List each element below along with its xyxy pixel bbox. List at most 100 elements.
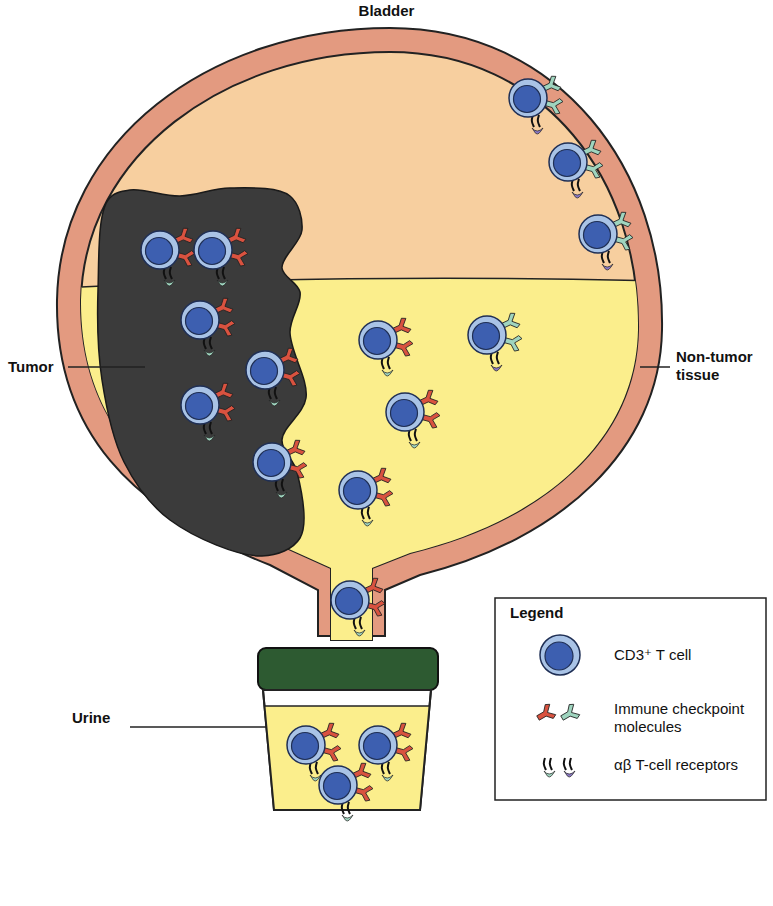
- tcr-tip: [217, 280, 228, 286]
- legend-title: Legend: [510, 604, 610, 622]
- tcr-chain: [564, 758, 566, 770]
- cell-nucleus: [251, 358, 278, 385]
- tcr-tip: [164, 280, 175, 286]
- cell-nucleus: [554, 150, 581, 177]
- cell-membrane: [141, 231, 179, 269]
- tcr-chain: [388, 762, 390, 774]
- tcr-chain: [282, 479, 284, 491]
- tcr-tip: [602, 264, 613, 270]
- t-cell: [141, 227, 195, 286]
- t-cell: [579, 211, 633, 270]
- cell-membrane: [246, 351, 284, 389]
- cell-nucleus: [186, 393, 213, 420]
- region-label: Non-tumor tissue: [676, 348, 766, 384]
- tcr-chain: [316, 762, 318, 774]
- cells: [141, 75, 633, 821]
- cell-nucleus: [364, 733, 391, 760]
- cell-membrane: [540, 635, 580, 675]
- t-cell: [253, 439, 307, 498]
- tcr-chain: [578, 179, 580, 191]
- tcr-tip: [382, 370, 393, 376]
- cell-membrane: [287, 726, 325, 764]
- t-cell: [331, 577, 385, 636]
- tcr-chain: [608, 251, 610, 263]
- leader-line: [130, 726, 266, 728]
- tcr-tip: [532, 128, 543, 134]
- tcr-tip: [362, 520, 373, 526]
- checkpoint-molecule: [558, 703, 581, 725]
- tcr-tip: [342, 815, 353, 821]
- cell-membrane: [339, 471, 377, 509]
- tcr-chain: [388, 357, 390, 369]
- cell-membrane: [359, 321, 397, 359]
- cell-nucleus: [324, 773, 351, 800]
- tcr-chain: [360, 617, 362, 629]
- t-cell: [359, 722, 413, 781]
- cup-urine-level: [264, 705, 430, 707]
- t-cell: [359, 317, 413, 376]
- cell-membrane: [549, 143, 587, 181]
- legend-text: CD3⁺ T cell: [614, 646, 754, 664]
- cup-lid: [258, 648, 438, 690]
- t-cell: [339, 467, 393, 526]
- t-cell: [194, 227, 248, 286]
- legend-text: αβ T-cell receptors: [614, 756, 754, 774]
- leader-line: [640, 366, 670, 368]
- tcr-chain: [497, 352, 499, 364]
- cell-nucleus: [391, 400, 418, 427]
- cell-nucleus: [146, 238, 173, 265]
- tcr-chain: [415, 429, 417, 441]
- tcr-chain: [544, 758, 546, 770]
- title: Bladder: [0, 2, 773, 20]
- t-cell: [319, 762, 373, 821]
- t-cell: [246, 347, 300, 406]
- tcr-chain: [275, 387, 277, 399]
- cell-membrane: [331, 581, 369, 619]
- tcr-chain: [538, 115, 540, 127]
- legend-box: [495, 598, 766, 800]
- cell-nucleus: [473, 323, 500, 350]
- cell-nucleus: [186, 308, 213, 335]
- tcr-chain: [223, 267, 225, 279]
- cell-nucleus: [364, 328, 391, 355]
- tcr-chain: [348, 802, 350, 814]
- urethra-edge: [372, 635, 385, 637]
- tumor-group: [98, 188, 307, 556]
- tcr-tip: [572, 192, 583, 198]
- cup-outline: [263, 690, 431, 810]
- tcr-tip: [276, 492, 287, 498]
- tcr-tip: [544, 771, 555, 777]
- tcr-tip: [491, 365, 502, 371]
- tcr-chain: [368, 507, 370, 519]
- cell-nucleus: [584, 222, 611, 249]
- tcr-chain: [570, 758, 572, 770]
- legend-text: Immune checkpoint molecules: [614, 700, 754, 736]
- cell-membrane: [579, 215, 617, 253]
- tcr-tip: [564, 771, 575, 777]
- region-label: Urine: [72, 709, 128, 727]
- tcr-tip: [409, 442, 420, 448]
- t-cell: [509, 75, 563, 134]
- cell-membrane: [194, 231, 232, 269]
- tcr-tip: [204, 435, 215, 441]
- tcr-chain: [210, 422, 212, 434]
- cell-nucleus: [292, 733, 319, 760]
- tcr-chain: [210, 337, 212, 349]
- t-cell: [181, 382, 235, 441]
- checkpoint-molecule: [534, 703, 557, 725]
- t-cell: [549, 139, 603, 198]
- legend-icons: [534, 635, 581, 777]
- cell-nucleus: [258, 450, 285, 477]
- region-label: Tumor: [8, 358, 66, 376]
- tcr-tip: [204, 350, 215, 356]
- tumor: [98, 188, 307, 556]
- cell-nucleus: [199, 238, 226, 265]
- cell-membrane: [468, 316, 506, 354]
- cell-membrane: [181, 301, 219, 339]
- tcr-chain: [170, 267, 172, 279]
- tcr-tip: [354, 630, 365, 636]
- cell-membrane: [386, 393, 424, 431]
- leader-line: [68, 366, 145, 368]
- cell-membrane: [509, 79, 547, 117]
